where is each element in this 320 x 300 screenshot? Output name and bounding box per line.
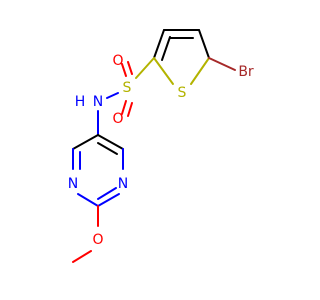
bond-c2-s-sulfonyl (135, 57, 155, 79)
bond-o-methyl (72, 250, 92, 263)
molecule-structure: Br S S O O H N N N O (68, 29, 254, 263)
bond-c2-c3-double (161, 36, 171, 61)
bond-c2-c3 (153, 29, 165, 59)
atom-oxygen-sulfonyl-top: O (112, 53, 123, 69)
bond-c2-s-ring (153, 57, 174, 85)
bond-s-o-bottom-b (127, 102, 133, 117)
bond-s-n (106, 92, 119, 99)
bond-c5-c6-double (97, 142, 118, 155)
bond-c4-c5 (198, 29, 210, 59)
bond-s-o-top-b (127, 61, 133, 75)
atom-nitrogen-nh: N (93, 94, 103, 110)
bond-s-o-bottom-a (121, 100, 127, 115)
bond-s-o-top-a (121, 63, 127, 77)
atom-nitrogen-left: N (68, 176, 78, 192)
bond-n1-c2 (97, 193, 120, 207)
atom-bromine: Br (238, 64, 254, 80)
bond-c5-s-ring (190, 57, 210, 85)
bond-c5-c6 (97, 134, 124, 150)
atom-sulfur-thiophene: S (178, 85, 187, 101)
bond-n1-c2-double (97, 187, 117, 200)
atom-oxygen-sulfonyl-bottom: O (112, 111, 123, 127)
bond-n3-c2 (77, 193, 99, 207)
bond-c5-c4 (72, 134, 99, 150)
atom-oxygen-methoxy: O (92, 232, 103, 248)
atom-nitrogen-right: N (118, 176, 128, 192)
atom-hydrogen-nh: H (75, 94, 86, 110)
molecule-canvas: Br S S O O H N N N O (68, 29, 254, 263)
atom-sulfur-sulfonyl: S (123, 80, 132, 96)
bond-c5-br (208, 57, 236, 71)
